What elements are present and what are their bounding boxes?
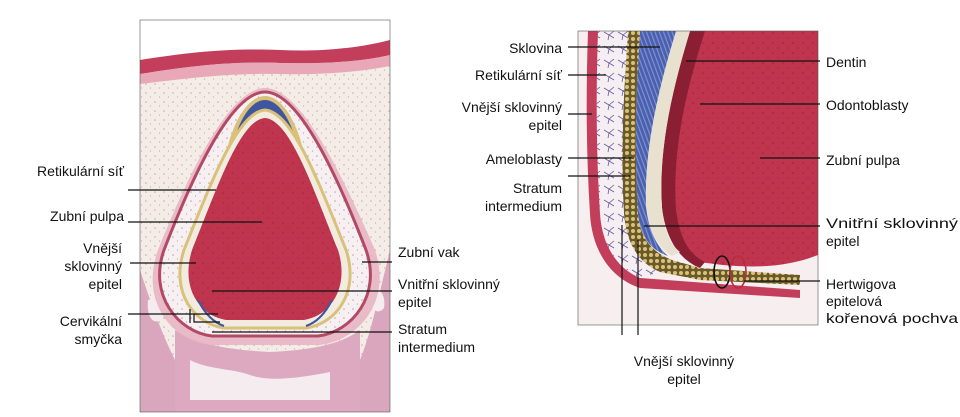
label-zubni-vak: Zubní vak xyxy=(398,244,460,260)
label-vnejsi-1: Vnější xyxy=(83,240,122,256)
label-zubni-pulpa: Zubní pulpa xyxy=(50,208,124,224)
label-vnitrni-1: Vnitřní sklovinný xyxy=(398,276,500,292)
label-retikularni-sit-r: Retikulární síť xyxy=(475,67,563,83)
label-vnejsi-2-r: epitel xyxy=(529,117,562,133)
label-ameloblasty: Ameloblasty xyxy=(486,151,562,167)
label-cervikalni-2: smyčka xyxy=(75,331,123,347)
label-vnitrni-2: epitel xyxy=(398,294,431,310)
label-zubni-pulpa-r: Zubní pulpa xyxy=(826,152,900,168)
label-hertwig-2: epitelová xyxy=(826,293,882,309)
label-vnejsi-1-r: Vnější sklovinný xyxy=(462,99,562,115)
label-sklovina: Sklovina xyxy=(509,40,562,56)
label-odontoblasty: Odontoblasty xyxy=(826,97,909,113)
label-bottom-1: Vnější sklovinný xyxy=(634,353,734,369)
label-stratum-2-r: intermedium xyxy=(485,198,562,214)
label-hertwig-3: kořenová pochva xyxy=(826,310,958,326)
label-stratum-1: Stratum xyxy=(398,321,447,337)
label-stratum-1-r: Stratum xyxy=(513,180,562,196)
label-vnitrni-2-r: epitel xyxy=(826,233,859,249)
left-histology-panel xyxy=(140,20,390,412)
label-vnitrni-1-r: Vnitřní sklovinný xyxy=(826,215,958,231)
label-dentin: Dentin xyxy=(826,54,866,70)
label-cervikalni-1: Cervikální xyxy=(60,313,122,329)
label-bottom-2: epitel xyxy=(667,371,700,387)
label-vnejsi-2: sklovinný xyxy=(64,258,122,274)
label-hertwig-1: Hertwigova xyxy=(826,276,896,292)
label-vnejsi-3: epitel xyxy=(89,276,122,292)
label-retikularni-sit: Retikulární síť xyxy=(37,163,125,179)
label-stratum-2: intermedium xyxy=(398,339,475,355)
